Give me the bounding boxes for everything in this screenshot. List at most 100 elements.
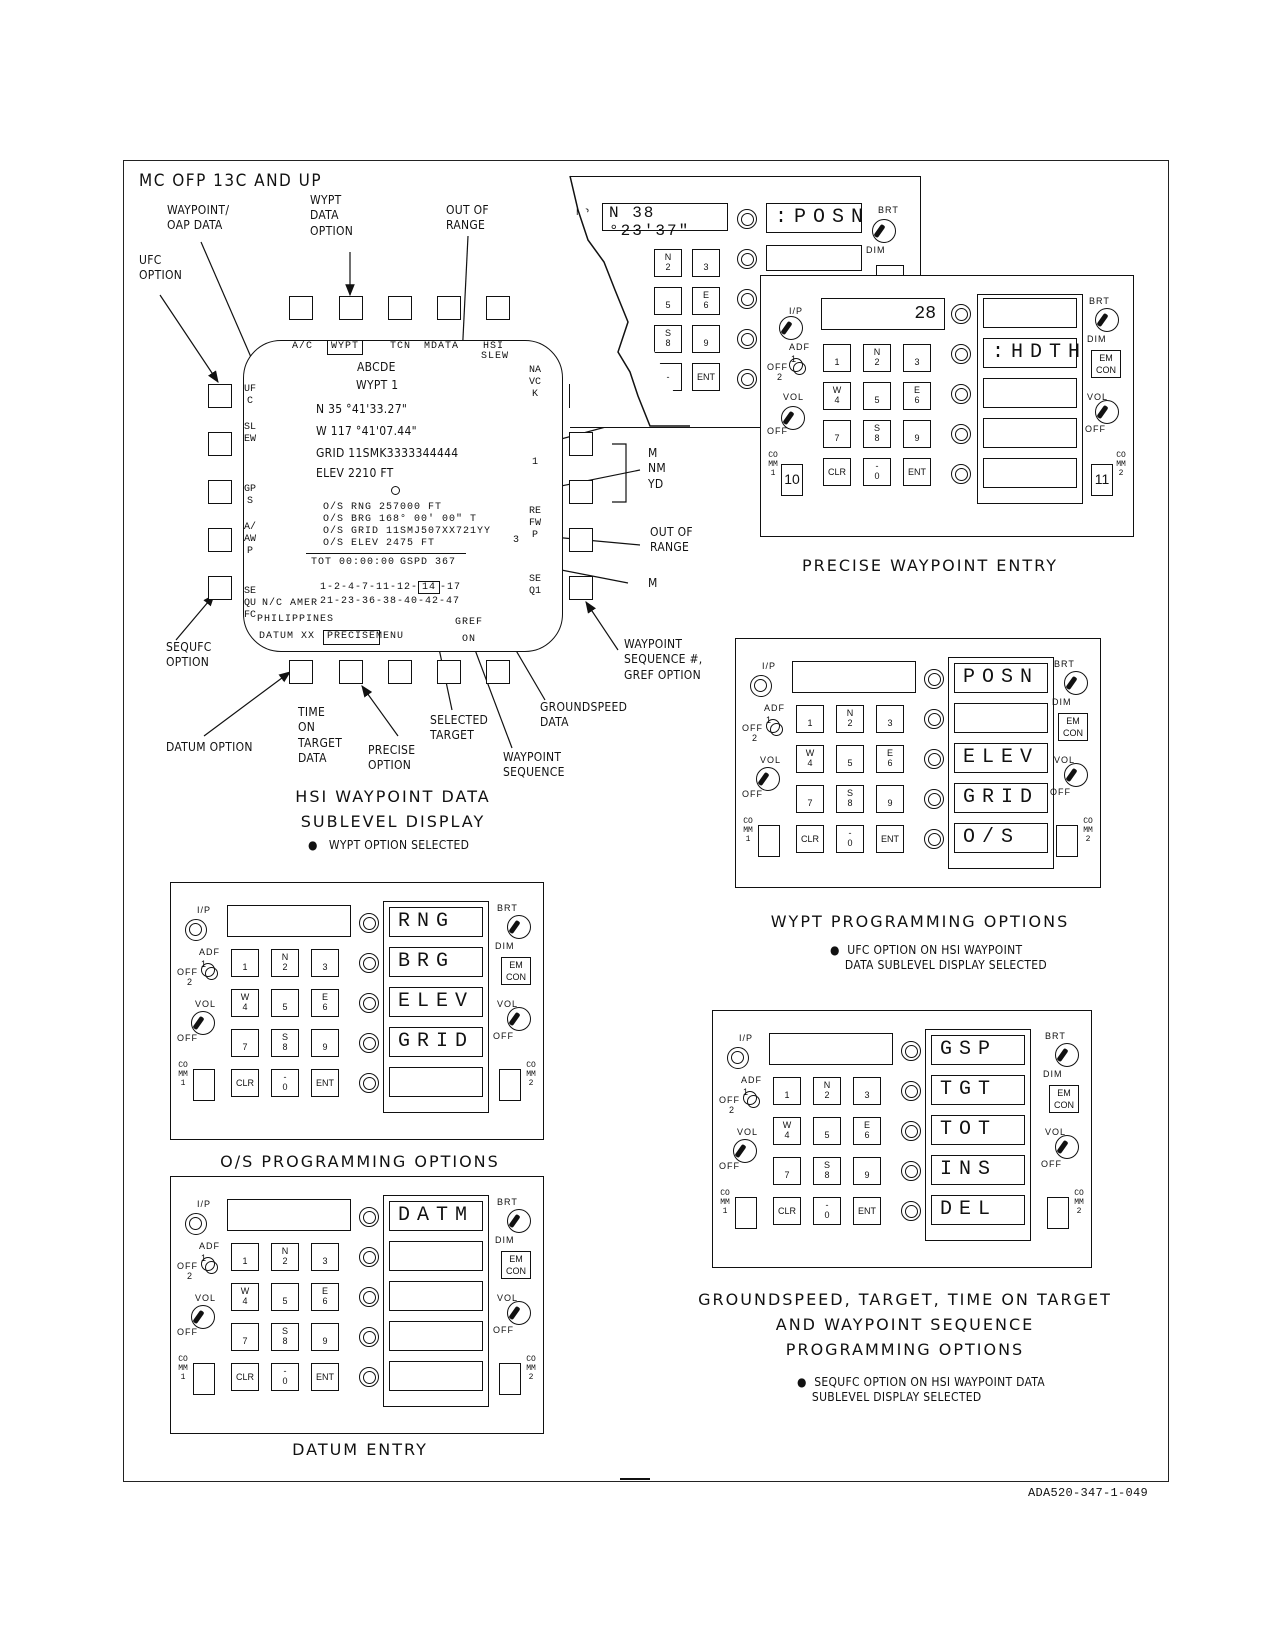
ufc-gs-cue-2[interactable]	[901, 1081, 921, 1101]
ufc-precise-comm2-channel[interactable]: 11	[1091, 464, 1113, 496]
ufc-precise-key-1[interactable]: 1	[823, 344, 851, 372]
ufc-os-key-3[interactable]: 3	[311, 949, 339, 977]
ufc-datum-key-ent[interactable]: ENT	[311, 1363, 339, 1391]
ufc-os-cue-4[interactable]	[359, 1033, 379, 1053]
ufc-gs-vol2-knob[interactable]	[1055, 1135, 1079, 1159]
ufc-wypt-vol-knob[interactable]	[756, 767, 780, 791]
ufc-precise-cue-5[interactable]	[951, 464, 971, 484]
ufc-wypt-brt-knob[interactable]	[1064, 671, 1088, 695]
osb-bottom-1[interactable]	[289, 660, 313, 684]
ufc-wypt-option-5[interactable]: O/S	[954, 823, 1048, 853]
ufc-datum-option-4[interactable]	[389, 1321, 483, 1351]
hsi-menu[interactable]: MENU	[376, 631, 405, 642]
ufc-os-vol-knob[interactable]	[191, 1011, 215, 1035]
ufc-gs-option-1[interactable]: GSP	[931, 1035, 1025, 1065]
ufc-os-option-4[interactable]: GRID	[389, 1027, 483, 1057]
ufc-wypt-key-ent[interactable]: ENT	[876, 825, 904, 853]
osb-bottom-2[interactable]	[339, 660, 363, 684]
ufc-wypt-cue-1[interactable]	[924, 669, 944, 689]
ufc-precise-option-4[interactable]	[983, 418, 1077, 448]
ufc-wypt-vol2-knob[interactable]	[1064, 763, 1088, 787]
ufc-precise-adf-switch[interactable]	[789, 358, 806, 375]
ufc-gs-cue-5[interactable]	[901, 1201, 921, 1221]
ufc-os-key-clr[interactable]: CLR	[231, 1069, 259, 1097]
ufc-os-key-0[interactable]: -0	[271, 1069, 299, 1097]
ufc-gs-key-7[interactable]: 7	[773, 1157, 801, 1185]
ufc-gs-key-clr[interactable]: CLR	[773, 1197, 801, 1225]
ufc-gs-key-1[interactable]: 1	[773, 1077, 801, 1105]
ufc-precise-brt-knob[interactable]	[1095, 308, 1119, 332]
ufc-gs-key-5[interactable]: 5	[813, 1117, 841, 1145]
ufc-precise-cue-4[interactable]	[951, 424, 971, 444]
ufc-datum-vol-knob[interactable]	[191, 1305, 215, 1329]
ufc-gs-option-3[interactable]: TOT	[931, 1115, 1025, 1145]
ufc-datum-cue-5[interactable]	[359, 1367, 379, 1387]
ufc-wypt-cue-4[interactable]	[924, 789, 944, 809]
ufc-posn-option-2[interactable]	[766, 245, 862, 271]
hsi-gref[interactable]: GREF	[455, 617, 484, 628]
ufc-os-comm2-channel[interactable]	[499, 1069, 521, 1101]
ufc-os-cue-1[interactable]	[359, 913, 379, 933]
ufc-wypt-key-clr[interactable]: CLR	[796, 825, 824, 853]
ufc-os-adf-switch[interactable]	[201, 963, 218, 980]
ufc-os-cue-5[interactable]	[359, 1073, 379, 1093]
osb-top-5[interactable]	[486, 296, 510, 320]
ufc-datum-key-3[interactable]: 3	[311, 1243, 339, 1271]
ufc-precise-option-2[interactable]: :HDTH	[983, 338, 1080, 368]
ufc-posn-brt-knob[interactable]	[872, 219, 896, 243]
ufc-gs-key-0[interactable]: -0	[813, 1197, 841, 1225]
ufc-precise-comm1-channel[interactable]: 10	[781, 464, 803, 496]
hsi-precise-option[interactable]: PRECISE	[323, 630, 381, 645]
ufc-datum-comm1-channel[interactable]	[193, 1363, 215, 1395]
ufc-os-ip-button[interactable]	[185, 919, 207, 941]
ufc-gs-cue-3[interactable]	[901, 1121, 921, 1141]
ufc-posn-cue-4[interactable]	[737, 329, 757, 349]
ufc-datum-brt-knob[interactable]	[507, 1209, 531, 1233]
ufc-wypt-key-9[interactable]: 9	[876, 785, 904, 813]
ufc-os-key-ent[interactable]: ENT	[311, 1069, 339, 1097]
ufc-precise-cue-1[interactable]	[951, 304, 971, 324]
ufc-wypt-option-3[interactable]: ELEV	[954, 743, 1048, 773]
ufc-posn-key-3[interactable]: 3	[692, 249, 720, 277]
ufc-wypt-option-4[interactable]: GRID	[954, 783, 1048, 813]
ufc-precise-option-1[interactable]	[983, 298, 1077, 328]
ufc-precise-option-5[interactable]	[983, 458, 1077, 488]
ufc-wypt-key-5[interactable]: 5	[836, 745, 864, 773]
ufc-wypt-cue-5[interactable]	[924, 829, 944, 849]
ufc-datum-adf-switch[interactable]	[201, 1257, 218, 1274]
ufc-gs-option-4[interactable]: INS	[931, 1155, 1025, 1185]
ufc-wypt-option-1[interactable]: POSN	[954, 663, 1048, 693]
ufc-gs-option-2[interactable]: TGT	[931, 1075, 1025, 1105]
ufc-os-key-5[interactable]: 5	[271, 989, 299, 1017]
ufc-datum-key-clr[interactable]: CLR	[231, 1363, 259, 1391]
ufc-datum-option-3[interactable]	[389, 1281, 483, 1311]
hsi-label-wypt[interactable]: WYPT	[327, 340, 364, 355]
ufc-datum-cue-4[interactable]	[359, 1327, 379, 1347]
osb-right-3[interactable]	[569, 480, 593, 504]
ufc-datum-vol2-knob[interactable]	[507, 1301, 531, 1325]
ufc-precise-ip-button[interactable]	[779, 316, 803, 340]
osb-right-4[interactable]	[569, 528, 593, 552]
ufc-datum-comm2-channel[interactable]	[499, 1363, 521, 1395]
ufc-gs-comm2-channel[interactable]	[1047, 1197, 1069, 1229]
ufc-posn-key-5[interactable]: 5	[654, 287, 682, 315]
osb-top-4[interactable]	[437, 296, 461, 320]
ufc-precise-cue-3[interactable]	[951, 384, 971, 404]
ufc-wypt-key-7[interactable]: 7	[796, 785, 824, 813]
ufc-precise-key-clr[interactable]: CLR	[823, 458, 851, 486]
ufc-os-option-1[interactable]: RNG	[389, 907, 483, 937]
ufc-os-key-7[interactable]: 7	[231, 1029, 259, 1057]
ufc-wypt-cue-3[interactable]	[924, 749, 944, 769]
ufc-datum-key-1[interactable]: 1	[231, 1243, 259, 1271]
